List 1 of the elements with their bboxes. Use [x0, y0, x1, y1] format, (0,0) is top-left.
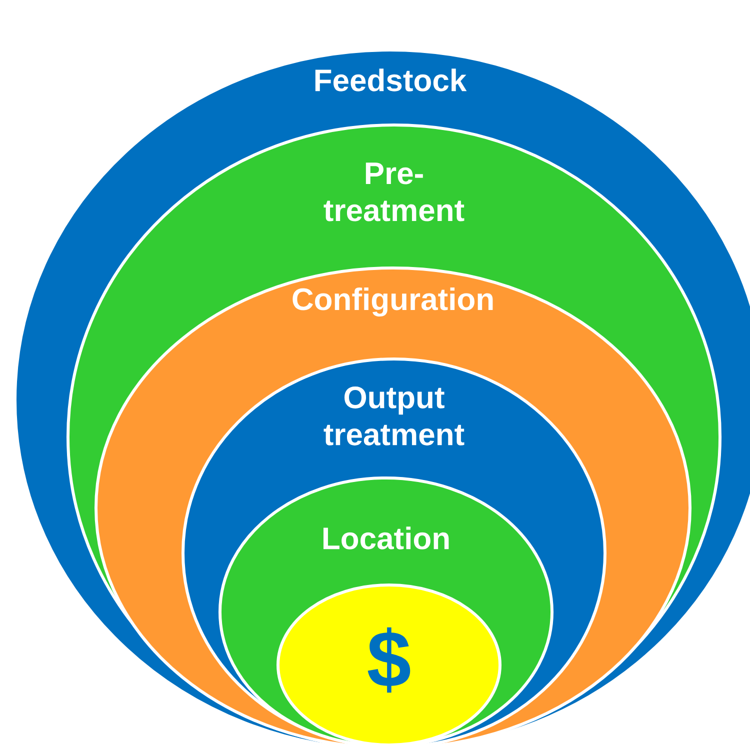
ellipse-ring: $	[276, 584, 502, 746]
